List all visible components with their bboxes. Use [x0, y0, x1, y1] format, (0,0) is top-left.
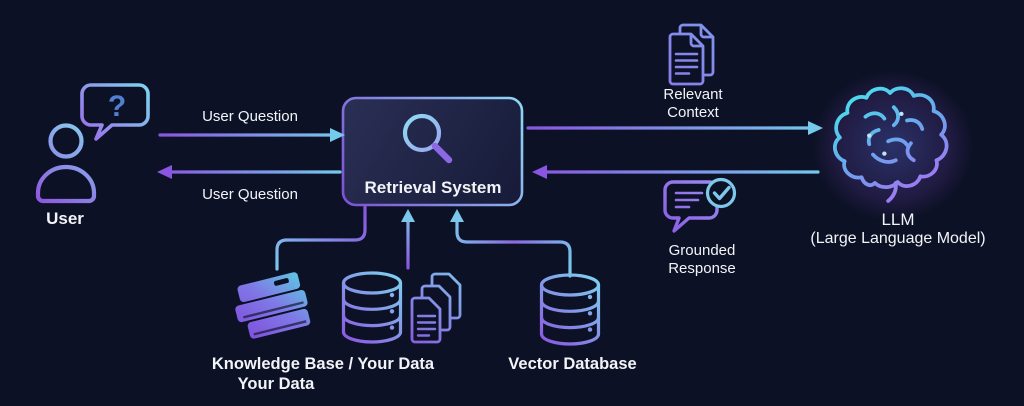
brain-glow [790, 50, 996, 242]
user-question-bottom-label: User Question [202, 186, 298, 203]
grounded-response-arrow [532, 165, 820, 179]
user-question-return-arrow [157, 165, 342, 179]
user-label: User [46, 209, 84, 228]
chat-check-icon [663, 177, 737, 233]
question-mark-glyph: ? [108, 90, 126, 123]
relevant-context-label: Relevant Context [663, 86, 723, 121]
knowledge-base-label: Knowledge Base / Your Data [211, 355, 435, 373]
check-circle-icon [705, 177, 737, 209]
vector-db-connector-arrow [450, 209, 572, 278]
llm-label-block: LLM (Large Language Model) [770, 210, 1024, 249]
documents-stack-icon [410, 272, 462, 344]
knowledge-base-connector [275, 205, 367, 271]
llm-sublabel: (Large Language Model) [810, 230, 986, 248]
knowledge-base-sublabel: Your Data [237, 375, 315, 393]
user-question-top-label: User Question [202, 108, 298, 125]
person-icon [35, 123, 97, 204]
magnifier-icon [402, 113, 453, 164]
vector-database-label: Vector Database [508, 355, 637, 373]
database-icon [341, 271, 403, 344]
user-question-arrow [158, 128, 345, 142]
brain-icon [832, 86, 949, 203]
books-stack-icon [235, 272, 311, 339]
retrieval-system-label: Retrieval System [364, 178, 502, 197]
vector-database-icon [539, 273, 601, 346]
llm-label: LLM [881, 210, 915, 229]
relevant-context-arrow [526, 121, 823, 135]
database-connector-arrow [401, 209, 415, 270]
retrieval-system-box [341, 96, 524, 207]
grounded-response-label: Grounded Response [668, 242, 736, 277]
documents-icon [668, 23, 715, 86]
question-bubble-icon: ? [80, 83, 150, 141]
